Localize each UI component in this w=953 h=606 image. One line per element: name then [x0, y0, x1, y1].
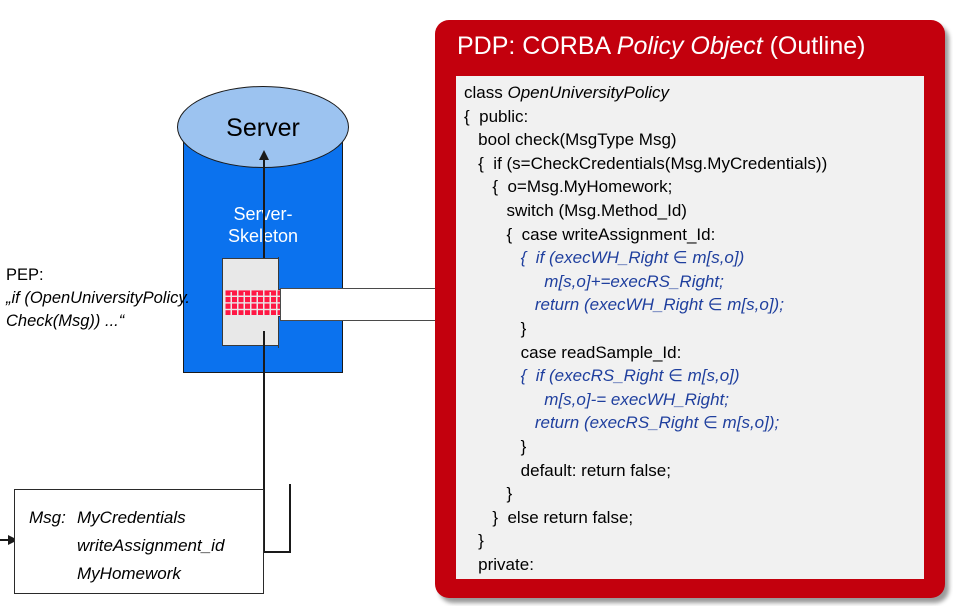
message-flow-line-bend	[263, 551, 291, 553]
server-diagram: Server Server- Skeleton PEP: „if (OpenUn…	[0, 0, 478, 606]
code-line-9: return (execWH_Right ∈ m[s,o]);	[464, 295, 784, 315]
panel-title-prefix: PDP: CORBA	[457, 32, 617, 60]
interceptor-notch-bottom	[278, 316, 310, 348]
server-skeleton-label-line1: Server-	[183, 203, 343, 225]
code-line-11: case readSample_Id:	[464, 342, 682, 362]
code-line-4: { o=Msg.MyHomework;	[464, 177, 673, 197]
code-line-0-keyword: class	[464, 83, 508, 102]
pep-code-line1: „if (OpenUniversityPolicy.	[6, 289, 190, 307]
incoming-message-arrowhead	[8, 534, 18, 545]
request-flow-line-upper	[263, 158, 265, 303]
policy-code-block: class OpenUniversityPolicy{ public: bool…	[456, 76, 924, 579]
message-flow-line-right	[289, 484, 291, 552]
code-line-2: bool check(MsgType Msg)	[464, 130, 677, 150]
request-flow-arrowhead	[258, 150, 269, 160]
panel-title-suffix: (Outline)	[762, 32, 866, 60]
panel-title: PDP: CORBA Policy Object (Outline)	[457, 32, 865, 61]
message-box-label: Msg:	[29, 508, 66, 527]
code-line-16: default: return false;	[464, 460, 671, 480]
code-line-12: { if (execRS_Right ∈ m[s,o])	[464, 366, 740, 386]
code-line-0-identifier: OpenUniversityPolicy	[507, 83, 670, 102]
code-line-3: { if (s=CheckCredentials(Msg.MyCredentia…	[464, 153, 828, 173]
code-line-14: return (execRS_Right ∈ m[s,o]);	[464, 413, 780, 433]
code-line-10: }	[464, 318, 527, 338]
message-field-method: writeAssignment_id	[77, 536, 225, 555]
code-line-8: m[s,o]+=execRS_Right;	[464, 271, 724, 291]
code-line-13: m[s,o]-= execWH_Right;	[464, 389, 729, 409]
panel-title-emphasis: Policy Object	[616, 32, 763, 60]
message-box: Msg: MyCredentials writeAssignment_id My…	[14, 489, 264, 594]
message-field-object: MyHomework	[77, 564, 181, 583]
interceptor-notch-top	[278, 256, 310, 290]
code-line-20: private:	[464, 554, 534, 574]
code-line-19: }	[464, 531, 484, 551]
pep-code-line2: Check(Msg)) ...“	[6, 312, 125, 330]
code-line-1: { public:	[464, 106, 529, 126]
pep-title: PEP:	[6, 266, 44, 284]
code-line-18: } else return false;	[464, 507, 634, 527]
policy-object-panel: PDP: CORBA Policy Object (Outline) class…	[435, 20, 945, 598]
code-line-0: class OpenUniversityPolicy	[464, 81, 924, 105]
code-line-15: }	[464, 436, 527, 456]
code-line-6: { case writeAssignment_Id:	[464, 224, 716, 244]
message-flow-line-lower	[263, 331, 265, 553]
code-line-5: switch (Msg.Method_Id)	[464, 200, 687, 220]
pep-annotation: PEP: „if (OpenUniversityPolicy. Check(Ms…	[6, 264, 221, 333]
code-line-17: }	[464, 484, 513, 504]
server-label: Server	[226, 114, 300, 142]
code-line-21: rightsetType m[SubjectType,ObjectType];	[464, 576, 924, 579]
message-field-credentials: MyCredentials	[77, 508, 186, 527]
code-line-7: { if (execWH_Right ∈ m[s,o])	[464, 248, 745, 268]
